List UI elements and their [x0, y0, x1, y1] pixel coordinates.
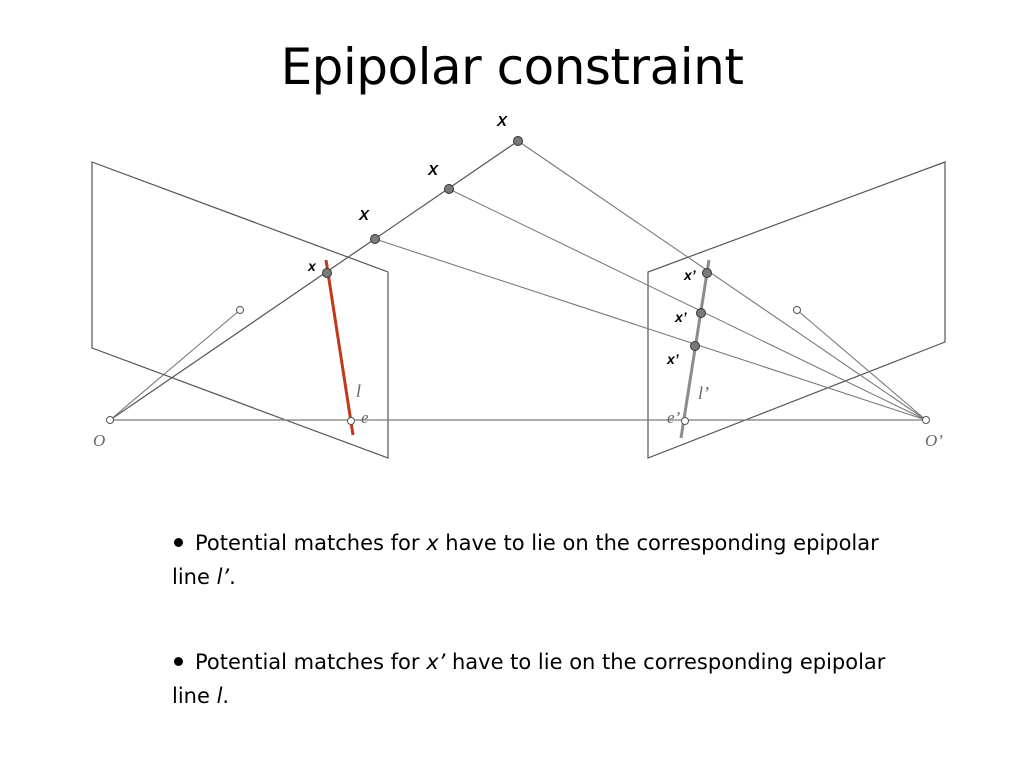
right-open-point — [793, 306, 801, 314]
left-image-point — [322, 268, 332, 278]
bullet-var: x’ — [426, 650, 446, 674]
bullet-line-var: l — [216, 684, 223, 708]
bullet-line-var: l’ — [216, 565, 230, 589]
bullet-text: Potential matches for — [195, 531, 427, 555]
label-O: O — [93, 431, 105, 450]
left-center-ray — [109, 309, 241, 421]
label-X-1: X — [496, 113, 508, 130]
label-e-prime: e’ — [667, 408, 681, 427]
right-ray-3 — [374, 238, 927, 421]
label-x-prime-2: x’ — [674, 309, 688, 325]
label-l-prime: l’ — [698, 383, 709, 403]
label-x: x — [307, 258, 317, 274]
right-camera-center — [922, 416, 930, 424]
label-O-prime: O’ — [925, 431, 943, 450]
bullet-text: Potential matches for — [195, 650, 427, 674]
bullet-dot-icon — [174, 538, 183, 547]
left-camera-center — [106, 416, 114, 424]
right-ray-1 — [517, 140, 927, 421]
bullet-var: x — [426, 531, 439, 555]
bullet-end: . — [229, 565, 236, 589]
world-point-2 — [444, 184, 454, 194]
world-point-3 — [370, 234, 380, 244]
label-x-prime-1: x’ — [683, 267, 697, 283]
right-image-point-1 — [702, 268, 712, 278]
label-X-2: X — [427, 162, 439, 179]
bullet-dot-icon — [174, 657, 183, 666]
epipolar-diagram: X X X x x’ x’ x’ O O’ e e’ l l’ — [91, 113, 946, 459]
label-X-3: X — [358, 207, 370, 224]
right-ray-2 — [448, 188, 927, 421]
left-epipole — [347, 417, 355, 425]
bullet-text: have to lie on the corresponding epipola… — [172, 531, 879, 589]
right-center-ray — [796, 309, 927, 421]
right-image-point-3 — [690, 341, 700, 351]
label-x-prime-3: x’ — [666, 351, 680, 367]
bullet-text: have to lie on the corresponding epipola… — [172, 650, 886, 708]
right-image-point-2 — [696, 308, 706, 318]
label-e: e — [361, 408, 369, 427]
right-epipole — [681, 417, 689, 425]
left-open-point — [236, 306, 244, 314]
left-ray — [109, 140, 519, 421]
world-point-1 — [513, 136, 523, 146]
bullet-end: . — [222, 684, 230, 708]
bullet-item-1: Potential matches for x have to lie on t… — [172, 526, 892, 594]
left-epipolar-line — [324, 259, 355, 436]
right-image-plane — [647, 161, 946, 459]
bullet-item-2: Potential matches for x’ have to lie on … — [172, 645, 892, 713]
slide-title: Epipolar constraint — [280, 38, 744, 96]
left-image-plane — [91, 161, 389, 459]
label-l: l — [356, 381, 361, 401]
